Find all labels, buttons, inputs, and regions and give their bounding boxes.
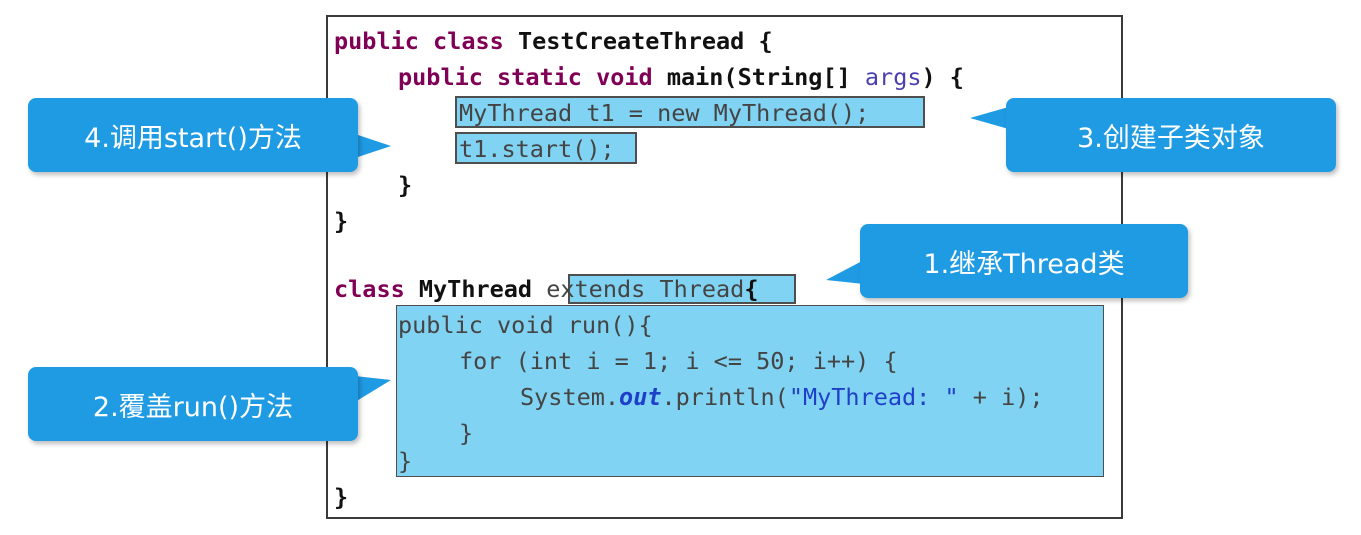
callout-call-start: 4.调用start()方法: [28, 98, 358, 172]
code-line-6: }: [334, 203, 348, 239]
code-text: {: [744, 275, 759, 303]
highlight-run-method: [396, 305, 1104, 477]
code-static-field: out: [619, 383, 662, 411]
callout-pointer-icon: [355, 376, 391, 402]
code-string: "MyThread: ": [788, 383, 959, 411]
code-text: ) {: [921, 63, 964, 91]
code-text: main(String[]: [666, 63, 865, 91]
callout-label: 4.调用start()方法: [84, 122, 302, 154]
code-text: t1.start();: [459, 135, 615, 163]
highlight-t1-start: [455, 132, 637, 164]
code-text: + i);: [958, 383, 1044, 411]
code-text: for (int i = 1; i <= 50; i++) {: [459, 347, 898, 375]
highlight-extends-thread: [568, 274, 796, 304]
code-line-13: }: [334, 479, 348, 515]
code-extends: extends Thread: [546, 275, 745, 303]
callout-inherit-thread: 1.继承Thread类: [860, 224, 1188, 298]
callout-pointer-icon: [970, 106, 1012, 130]
callout-create-subclass: 3.创建子类对象: [1006, 98, 1336, 172]
callout-override-run: 2.覆盖run()方法: [28, 367, 358, 441]
code-text: TestCreateThread {: [517, 27, 773, 55]
code-line-10: System.out.println("MyThread: " + i);: [520, 379, 1044, 415]
code-text: }: [398, 447, 413, 475]
code-line-5: }: [398, 167, 412, 203]
code-text: }: [398, 171, 413, 199]
code-line-2: public static void main(String[] args) {: [398, 59, 964, 95]
code-line-9: for (int i = 1; i <= 50; i++) {: [459, 343, 898, 379]
code-text: .println(: [661, 383, 789, 411]
callout-label: 2.覆盖run()方法: [92, 391, 294, 423]
code-line-11: }: [459, 415, 473, 451]
callout-label: 3.创建子类对象: [1077, 122, 1265, 154]
code-text: MyThread t1 = new MyThread();: [459, 99, 870, 127]
code-keyword: public static void: [398, 63, 667, 91]
code-line-3: MyThread t1 = new MyThread();: [459, 95, 869, 131]
callout-pointer-icon: [355, 134, 391, 158]
code-text: MyThread: [418, 275, 547, 303]
code-keyword: class: [334, 275, 419, 303]
highlight-new-mythread: [455, 96, 925, 128]
code-line-7: class MyThread extends Thread{: [334, 271, 758, 307]
code-line-12: }: [398, 443, 412, 479]
callout-pointer-icon: [826, 260, 864, 284]
code-text: public void run(){: [398, 311, 653, 339]
code-line-8: public void run(){: [398, 307, 653, 343]
code-text: }: [459, 419, 474, 447]
code-keyword: public class: [334, 27, 518, 55]
code-text: System.: [520, 383, 620, 411]
code-variable: args: [864, 63, 922, 91]
code-text: }: [334, 207, 349, 235]
code-line-4: t1.start();: [459, 131, 615, 167]
code-line-1: public class TestCreateThread {: [334, 23, 773, 59]
callout-label: 1.继承Thread类: [923, 248, 1125, 280]
code-text: }: [334, 483, 349, 511]
